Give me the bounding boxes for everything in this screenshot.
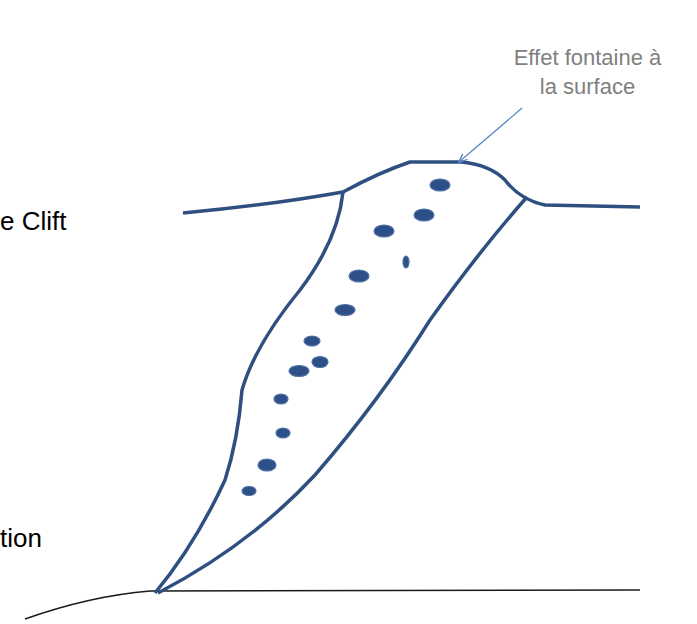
conduit-wall bbox=[155, 192, 343, 593]
ground-line bbox=[25, 590, 640, 619]
callout-note: Effet fontaine à la surface bbox=[505, 44, 670, 101]
leader-arrow bbox=[459, 108, 522, 162]
side-label: tion bbox=[0, 522, 42, 556]
surface-dome bbox=[343, 162, 640, 207]
side-label: e Clift bbox=[0, 205, 66, 239]
bubbles bbox=[242, 179, 450, 496]
conduit-wall bbox=[158, 197, 527, 593]
surface-line bbox=[183, 192, 343, 213]
